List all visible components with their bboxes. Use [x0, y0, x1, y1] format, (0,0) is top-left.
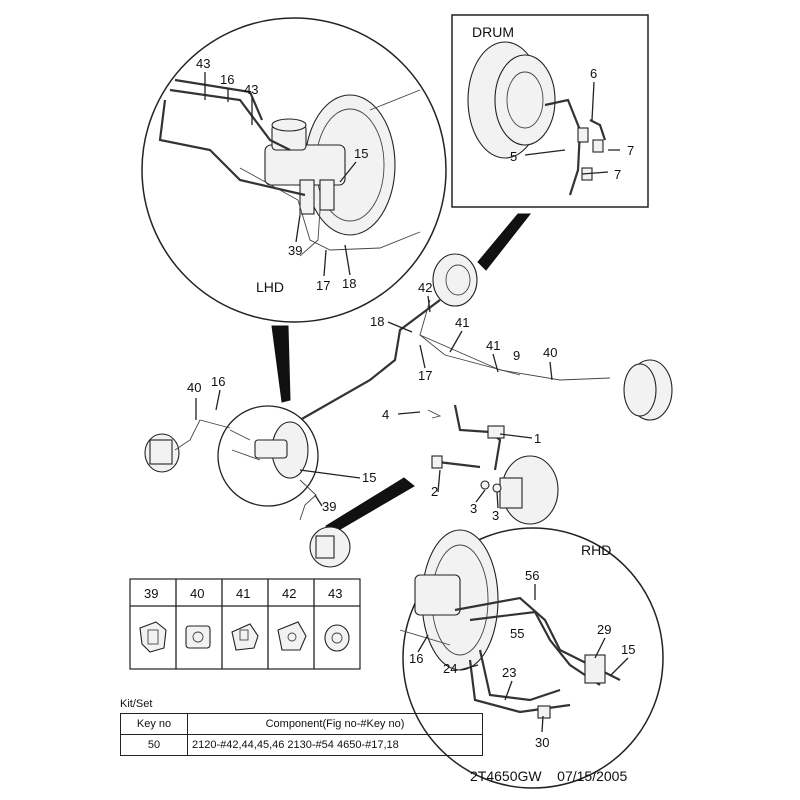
kit-component: 2120-#42,44,45,46 2130-#54 4650-#17,18 [187, 734, 483, 756]
legend-header: 39 [144, 586, 158, 601]
rhd-label: 24 [443, 661, 457, 676]
kit-set: Kit/Set Key no Component(Fig no-#Key no)… [120, 698, 483, 756]
lhd-label: 39 [288, 243, 302, 258]
lhd-title: LHD [256, 279, 284, 295]
kit-header-key: Key no [120, 713, 188, 735]
table-row: 50 2120-#42,44,45,46 2130-#54 4650-#17,1… [120, 734, 483, 756]
main-label: 18 [370, 314, 384, 329]
rhd-label: 30 [535, 735, 549, 750]
main-label: 41 [486, 338, 500, 353]
main-label: 3 [492, 508, 499, 523]
main-label: 16 [211, 374, 225, 389]
lhd-label: 16 [220, 72, 234, 87]
main-label: 40 [543, 345, 557, 360]
main-label: 9 [513, 348, 520, 363]
main-label: 1 [534, 431, 541, 446]
main-label: 15 [362, 470, 376, 485]
drum-label: 6 [590, 66, 597, 81]
legend-header: 41 [236, 586, 250, 601]
kit-key: 50 [120, 734, 188, 756]
doc-footer: 2T4650GW 07/15/2005 [470, 768, 627, 784]
drum-label: 7 [614, 167, 621, 182]
lhd-label: 43 [196, 56, 210, 71]
clip-41-icon [231, 623, 259, 651]
main-label: 40 [187, 380, 201, 395]
legend-header: 40 [190, 586, 204, 601]
rhd-label: 16 [409, 651, 423, 666]
kit-title: Kit/Set [120, 698, 153, 710]
rhd-label: 55 [510, 626, 524, 641]
clip-legend: 39 40 41 42 43 [129, 578, 361, 670]
main-label: 4 [382, 407, 389, 422]
main-labels: 42 18 41 41 9 40 17 40 16 4 1 2 3 3 15 3… [187, 280, 557, 523]
lhd-label: 17 [316, 278, 330, 293]
lhd-inset: 43 16 43 15 39 17 18 LHD [141, 17, 447, 323]
rhd-pointer [325, 477, 415, 535]
rhd-label: 29 [597, 622, 611, 637]
legend-header: 42 [282, 586, 296, 601]
lhd-pointer [271, 325, 291, 403]
main-label: 42 [418, 280, 432, 295]
drum-pointer [477, 213, 532, 271]
drum-inset: DRUM 6 7 5 7 [451, 14, 649, 208]
drum-label: 5 [510, 149, 517, 164]
clip-42-icon [277, 621, 307, 651]
clip-40-icon [185, 625, 211, 649]
rhd-label: 23 [502, 665, 516, 680]
main-label: 2 [431, 484, 438, 499]
main-label: 39 [322, 499, 336, 514]
rhd-label: 15 [621, 642, 635, 657]
kit-header-component: Component(Fig no-#Key no) [187, 713, 483, 735]
drum-label: 7 [627, 143, 634, 158]
clip-39-icon [139, 621, 167, 653]
rhd-label: 56 [525, 568, 539, 583]
main-assembly [144, 253, 673, 568]
drum-title: DRUM [472, 24, 514, 40]
main-label: 41 [455, 315, 469, 330]
lhd-label: 15 [354, 146, 368, 161]
main-label: 3 [470, 501, 477, 516]
lhd-label: 18 [342, 276, 356, 291]
legend-header: 43 [328, 586, 342, 601]
doc-id: 2T4650GW [470, 768, 542, 784]
lhd-label: 43 [244, 82, 258, 97]
clip-43-icon [324, 624, 350, 652]
doc-date: 07/15/2005 [557, 768, 628, 784]
kit-header-row: Key no Component(Fig no-#Key no) [120, 713, 483, 735]
main-label: 17 [418, 368, 432, 383]
kit-table: Key no Component(Fig no-#Key no) 50 2120… [120, 713, 483, 756]
rhd-title: RHD [581, 542, 611, 558]
